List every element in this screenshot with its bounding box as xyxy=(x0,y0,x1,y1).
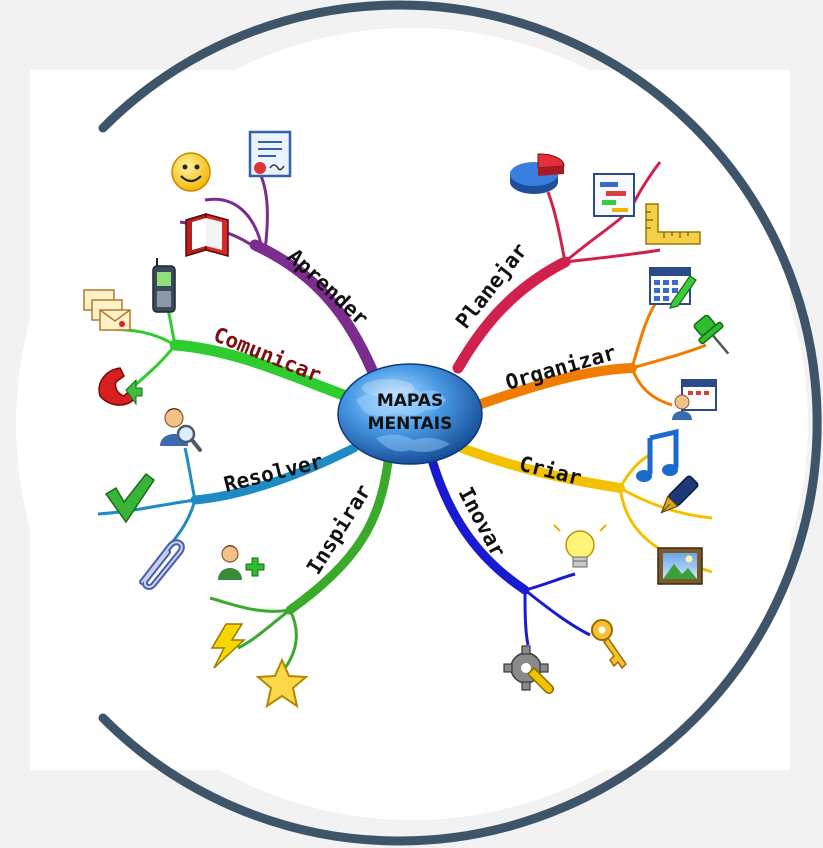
key-icon xyxy=(591,619,627,670)
gear-wrench-icon xyxy=(503,645,555,695)
mobile-phone-icon xyxy=(152,258,176,313)
frame-arc xyxy=(98,0,822,846)
ruler-icon xyxy=(645,203,701,245)
center-title-line1: MAPAS xyxy=(377,391,443,411)
paperclip-icon xyxy=(139,539,185,590)
mail-icon xyxy=(83,289,131,331)
book-icon xyxy=(185,212,229,258)
music-note-icon xyxy=(636,428,679,482)
calendar-edit-icon xyxy=(649,267,697,309)
center-title-line2: MENTAIS xyxy=(368,414,453,434)
pie-chart-icon xyxy=(510,153,565,194)
certificate-icon xyxy=(248,130,292,178)
fountain-pen-icon xyxy=(660,475,699,514)
gantt-chart-icon xyxy=(593,173,635,217)
center-node: MAPAS MENTAIS xyxy=(337,363,483,465)
user-calendar-icon xyxy=(672,379,717,420)
branch-inovar: Inovar xyxy=(427,455,627,695)
pushpin-icon xyxy=(693,314,730,355)
checkmark-icon xyxy=(104,472,156,524)
smiley-icon xyxy=(171,152,211,192)
user-search-icon xyxy=(160,408,202,452)
telephone-icon xyxy=(98,367,143,406)
lightning-icon xyxy=(210,623,246,669)
star-icon xyxy=(255,657,309,709)
lightbulb-icon xyxy=(553,524,607,568)
add-user-icon xyxy=(218,545,265,580)
picture-icon xyxy=(657,547,703,585)
